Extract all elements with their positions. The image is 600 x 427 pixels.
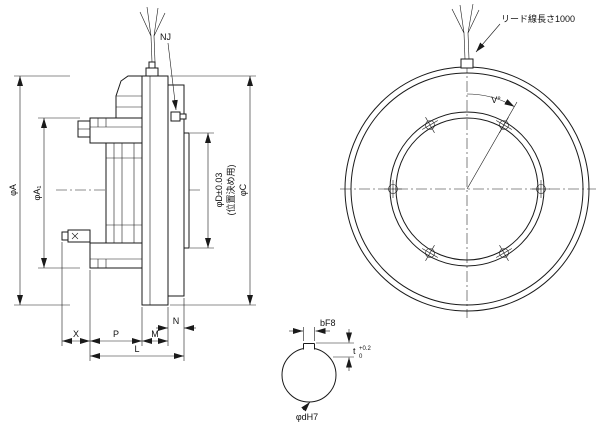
outer-circle-inner-edge: [350, 72, 584, 306]
field-housing: [141, 75, 169, 306]
lead-wire-note: リード線長さ1000: [501, 13, 575, 24]
lead-wires-side: [139, 6, 166, 63]
dim-label-bore: φdH7: [296, 412, 318, 422]
wire-entry-cap: [145, 67, 159, 77]
nj-terminal-screw: [170, 111, 187, 122]
mounting-hole: [422, 117, 438, 133]
mounting-hole: [532, 180, 550, 198]
bore-detail: bF8 t +0.2 0 φdH7: [281, 318, 372, 422]
hub-lower: [89, 242, 143, 269]
dim-label-phi-c: φC: [238, 183, 248, 196]
dim-label-x: X: [73, 329, 79, 339]
side-view-part: [61, 6, 190, 306]
front-view: V° リード線長さ1000: [340, 3, 596, 318]
lead-wire-note-leader: [475, 23, 501, 53]
side-view: φA φA₁ φD±0.03 (位置決め用) φC X P: [8, 6, 256, 361]
hub-body: [105, 142, 143, 244]
nj-leader: [167, 42, 178, 111]
mounting-hole: [384, 180, 402, 198]
nj-label: NJ: [160, 32, 171, 42]
side-view-dimensions: φA φA₁ φD±0.03 (位置決め用) φC X P: [8, 32, 256, 361]
keyway: [303, 343, 315, 350]
dim-label-phi-a1: φA₁: [32, 186, 42, 201]
hub-upper: [89, 117, 143, 144]
dim-label-phi-d: φD±0.03: [214, 173, 224, 208]
lead-wires-front: [451, 3, 480, 60]
dim-label-phi-a: φA: [8, 184, 18, 196]
dim-label-v: V°: [491, 95, 501, 105]
dim-label-t: t: [353, 346, 356, 356]
dim-label-l: L: [134, 344, 139, 354]
angle-dimension: V°: [466, 93, 518, 190]
dim-label-b: bF8: [320, 318, 336, 328]
dim-label-p: P: [113, 329, 119, 339]
pilot-boss: [183, 132, 190, 249]
adjusting-screw: [61, 229, 91, 243]
dim-label-phi-d-note: (位置決め用): [225, 165, 236, 216]
dim-label-t-tol-lower: 0: [359, 354, 363, 360]
dim-label-t-tol-upper: +0.2: [359, 346, 372, 352]
terminal-block: [115, 75, 143, 119]
mounting-hole: [496, 245, 512, 261]
mounting-holes: [384, 117, 550, 261]
bore-leader: [301, 401, 311, 412]
dim-label-n: N: [173, 316, 180, 326]
wire-entry-front: [460, 58, 474, 69]
dim-label-m: M: [151, 329, 159, 339]
bore-circle: [281, 347, 337, 403]
mounting-hole: [422, 245, 438, 261]
